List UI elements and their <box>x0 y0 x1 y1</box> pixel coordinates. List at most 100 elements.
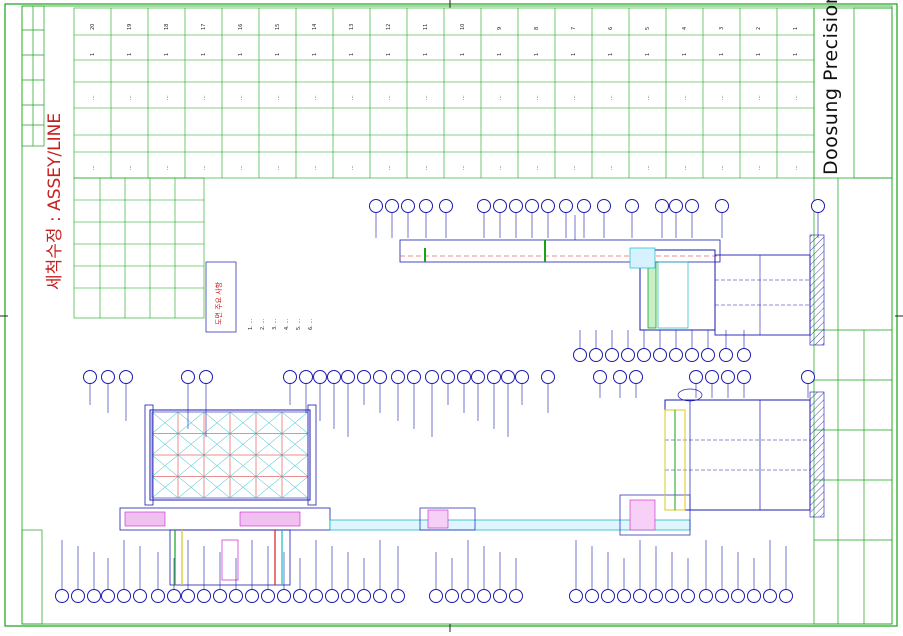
balloon-callout <box>737 370 751 384</box>
bom-cell-name: ... <box>311 165 318 170</box>
panel-diagonal <box>281 476 309 499</box>
balloon-callout <box>313 370 327 384</box>
balloon-callout <box>509 589 523 603</box>
balloon-callout <box>669 348 683 362</box>
balloon-callout <box>293 589 307 603</box>
panel-diagonal <box>151 411 179 434</box>
bom-cell-dwg: ... <box>496 95 503 100</box>
note-line: 6. ... <box>308 318 314 330</box>
bom-cell-no: 14 <box>311 23 318 30</box>
main-view-left <box>119 404 691 586</box>
balloon-callout <box>327 370 341 384</box>
balloon-callout <box>731 589 745 603</box>
panel-diagonal <box>229 454 257 477</box>
panel-diagonal <box>281 433 309 456</box>
balloon-callout <box>779 589 793 603</box>
panel-diagonal <box>281 411 309 434</box>
balloon-callout <box>811 199 825 213</box>
balloon-callout <box>419 199 433 213</box>
bom-cell-dwg: ... <box>237 95 244 100</box>
bom-cell-no: 13 <box>348 23 355 30</box>
bom-cell-name: ... <box>792 165 799 170</box>
panel-diagonal <box>203 433 231 456</box>
bom-cell-name: ... <box>533 165 540 170</box>
balloon-callout <box>373 370 387 384</box>
bom-cell-no: 1 <box>792 26 799 30</box>
bom-cell-qty: 1 <box>311 52 318 56</box>
balloon-callout <box>541 199 555 213</box>
bom-cell-qty: 1 <box>274 52 281 56</box>
panel-diagonal <box>229 433 257 456</box>
bom-cell-qty: 1 <box>459 52 466 56</box>
bom-cell-no: 5 <box>644 26 651 30</box>
balloon-callout <box>701 348 715 362</box>
balloon-callout <box>357 370 371 384</box>
balloon-callout <box>629 370 643 384</box>
balloon-callout <box>373 589 387 603</box>
balloon-callout <box>391 370 405 384</box>
bom-cell-dwg: ... <box>459 95 466 100</box>
bom-cell-no: 17 <box>200 23 207 30</box>
balloon-callout <box>653 348 667 362</box>
balloon-callout <box>425 370 439 384</box>
bom-cell-qty: 1 <box>644 52 651 56</box>
balloon-callout <box>357 589 371 603</box>
bom-cell-dwg: ... <box>311 95 318 100</box>
balloon-callout <box>283 370 297 384</box>
balloon-callout <box>601 589 615 603</box>
balloon-callout <box>715 199 729 213</box>
bom-cell-name: ... <box>200 165 207 170</box>
panel-diagonal <box>177 411 205 434</box>
bom-cell-no: 9 <box>496 26 503 30</box>
balloon-callout <box>493 199 507 213</box>
balloon-callout <box>685 199 699 213</box>
bom-cell-name: ... <box>718 165 725 170</box>
balloon-callout <box>501 370 515 384</box>
outer-border <box>4 3 898 627</box>
balloon-callout <box>461 589 475 603</box>
panel-diagonal <box>255 433 283 456</box>
bom-cell-dwg: ... <box>644 95 651 100</box>
balloon-callout <box>101 370 115 384</box>
balloon-callout <box>665 589 679 603</box>
bom-cell-name: ... <box>237 165 244 170</box>
balloon-callout <box>719 348 733 362</box>
panel-diagonal <box>177 433 205 456</box>
panel-diagonal <box>177 476 205 499</box>
note-line: 2. ... <box>260 318 266 330</box>
balloon-callout <box>715 589 729 603</box>
company-name: Doosung Precision Co.,Ltd <box>820 0 842 175</box>
balloon-callout <box>309 589 323 603</box>
bom-cell-qty: 1 <box>496 52 503 56</box>
balloon-callout <box>617 589 631 603</box>
bom-cell-name: ... <box>459 165 466 170</box>
bom-cell-name: ... <box>126 165 133 170</box>
balloon-callout <box>477 589 491 603</box>
balloon-callout <box>721 370 735 384</box>
balloon-callout <box>181 370 195 384</box>
balloon-callout <box>509 199 523 213</box>
balloon-callout <box>439 199 453 213</box>
balloon-callout <box>541 370 555 384</box>
balloon-callout <box>681 589 695 603</box>
balloon-callout <box>801 370 815 384</box>
balloon-callout <box>613 370 627 384</box>
bom-cell-no: 18 <box>163 23 170 30</box>
bom-cell-no: 2 <box>755 26 762 30</box>
bom-cell-dwg: ... <box>755 95 762 100</box>
bom-cell-qty: 1 <box>237 52 244 56</box>
balloon-callout <box>341 370 355 384</box>
bom-cell-qty: 1 <box>126 52 133 56</box>
revision-strip <box>21 5 45 625</box>
bom-cell-qty: 1 <box>570 52 577 56</box>
bom-cell-dwg: ... <box>89 95 96 100</box>
note-line: 4. ... <box>284 318 290 330</box>
bom-cell-no: 19 <box>126 23 133 30</box>
balloon-callout <box>585 589 599 603</box>
balloon-callout <box>71 589 85 603</box>
balloon-callout <box>747 589 761 603</box>
balloon-callout <box>199 370 213 384</box>
balloon-callout <box>597 199 611 213</box>
balloon-callout <box>181 589 195 603</box>
